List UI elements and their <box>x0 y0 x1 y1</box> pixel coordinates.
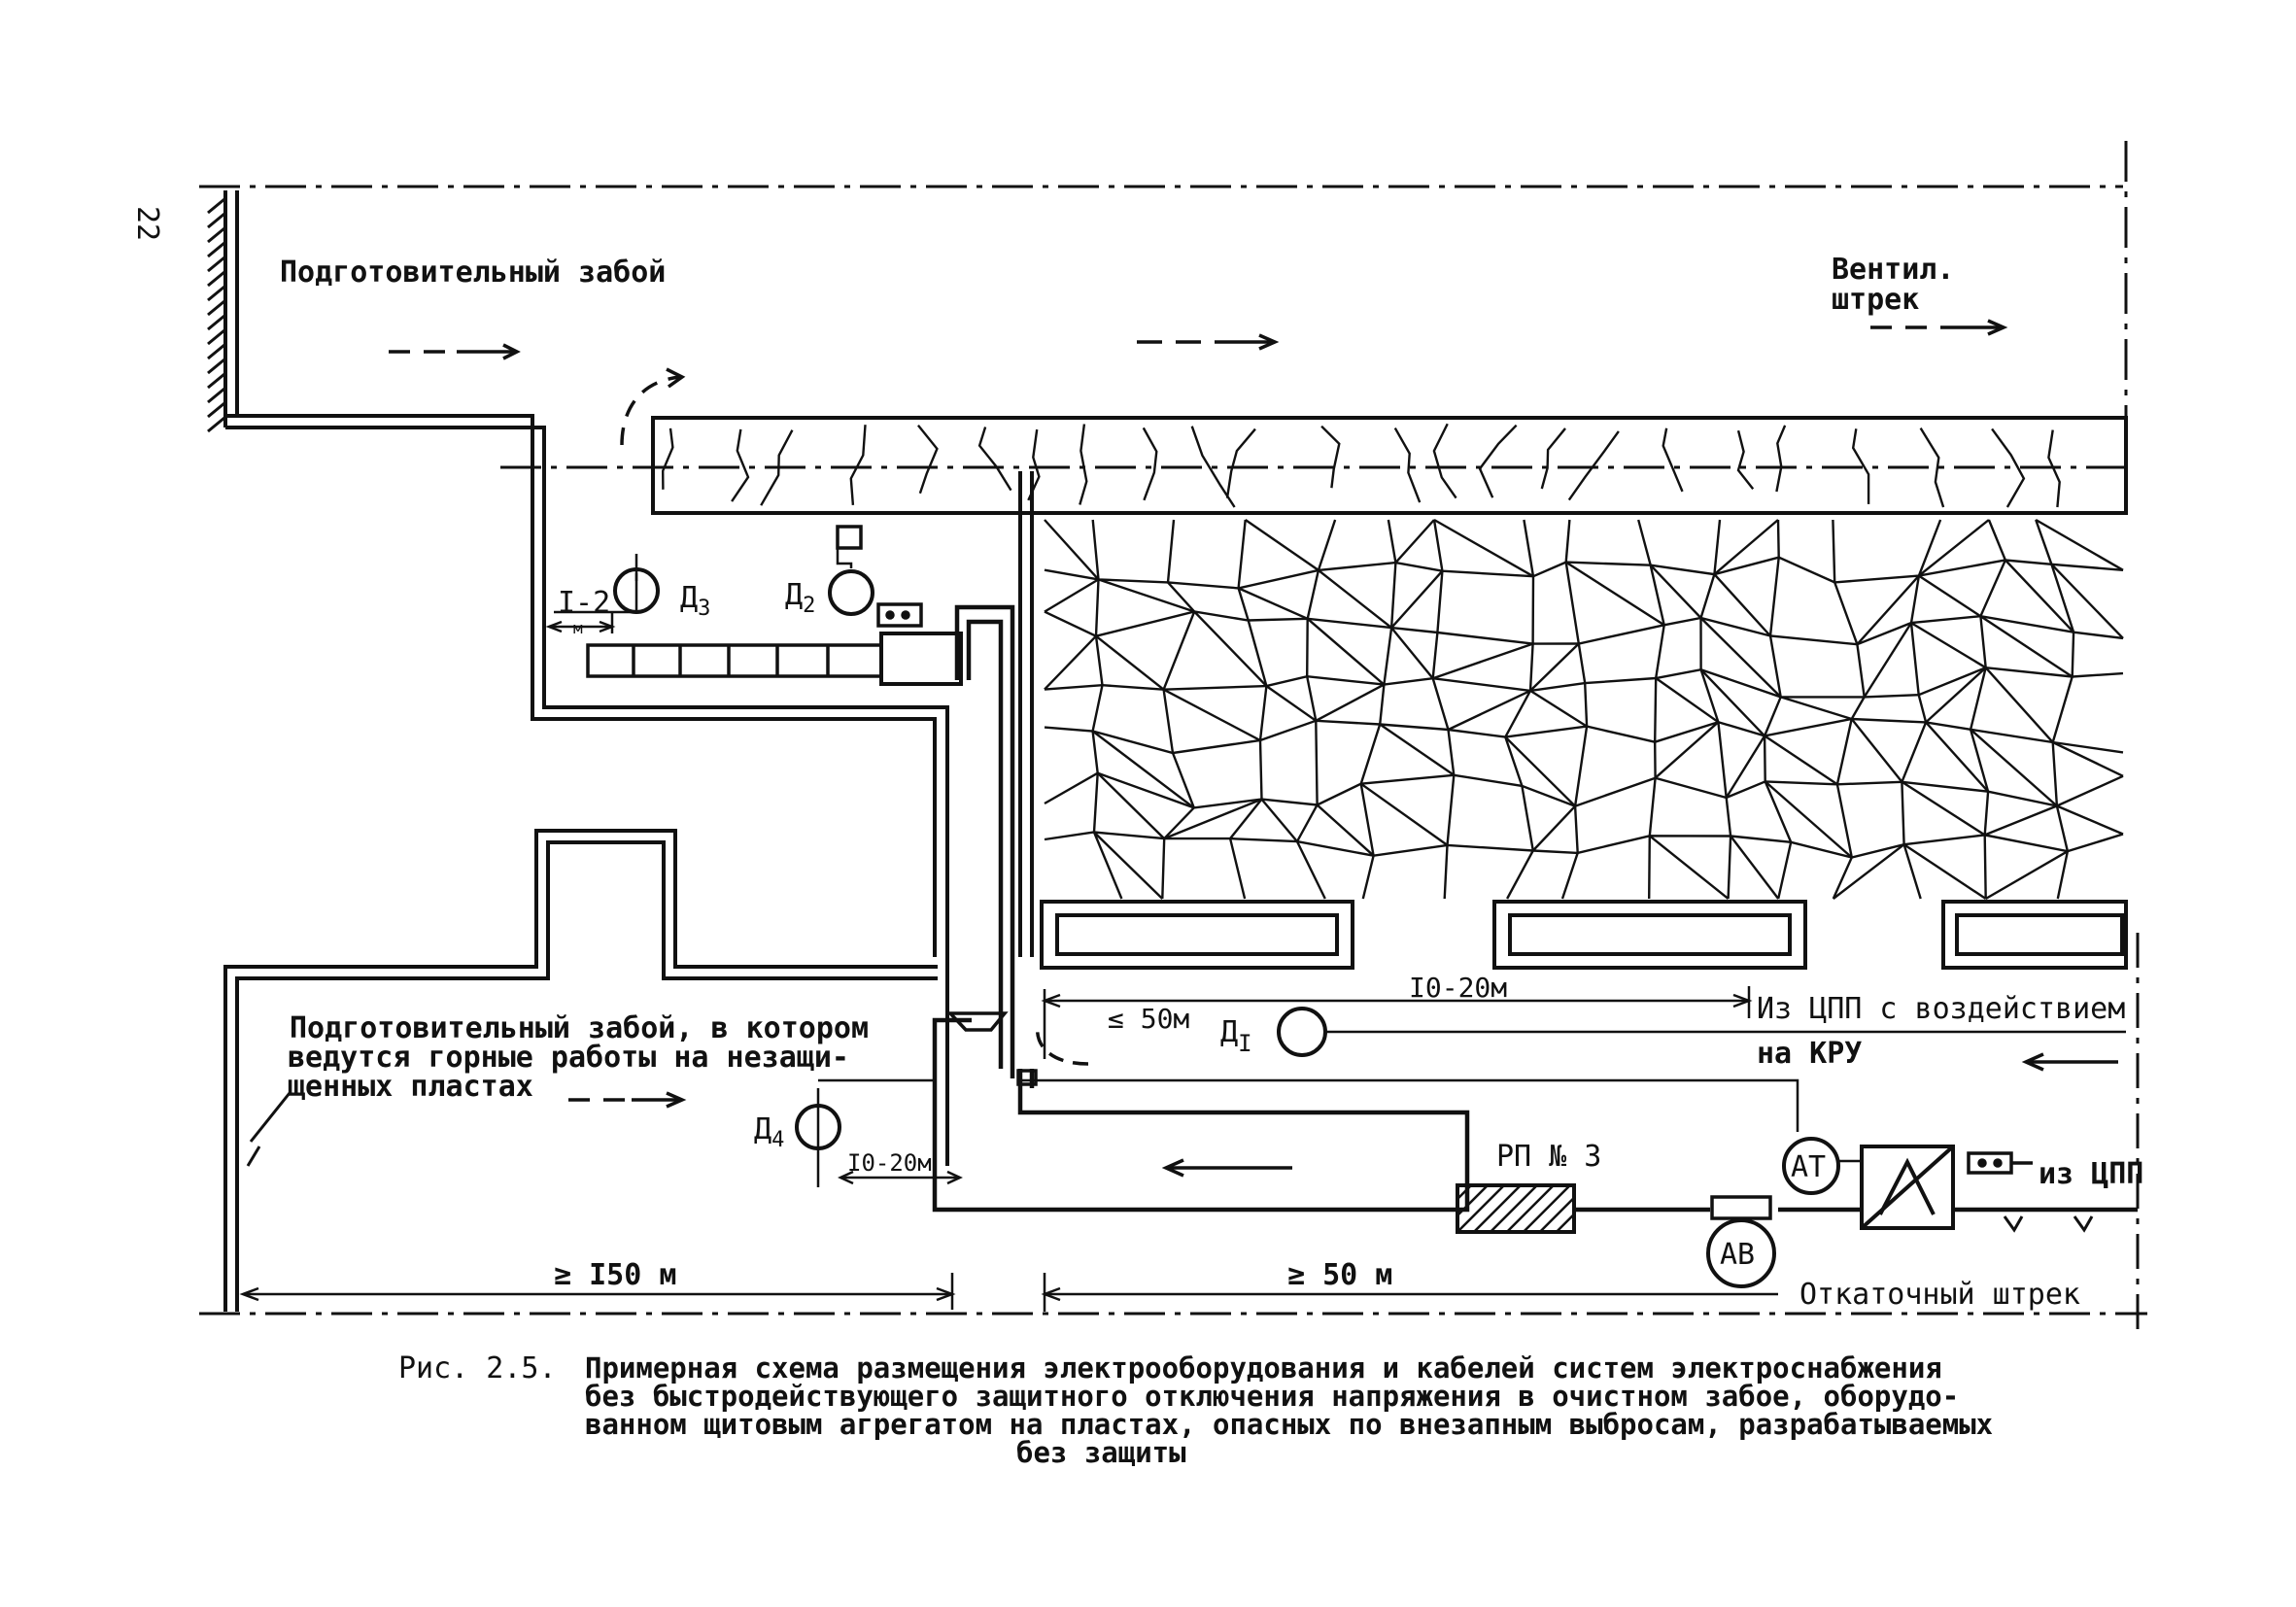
label-from-cpp-kru-1: Из ЦПП с воздействием <box>1757 992 2125 1026</box>
rp3-distribution-point <box>1456 1183 1576 1234</box>
sensor-d1-symbol <box>1277 1007 1327 1057</box>
caption-line-2: без быстродействующего защитного отключе… <box>585 1380 1959 1413</box>
label-d4: Д4 <box>754 1112 784 1152</box>
dim-1-2-unit: м <box>573 619 583 637</box>
cable-runs <box>932 604 2138 1213</box>
sensor-d2-symbol <box>828 569 874 616</box>
label-d3: Д3 <box>680 581 710 621</box>
label-vent-drift-1: Вентил. <box>1832 253 1954 287</box>
dimension-lines <box>239 612 1778 1312</box>
label-from-cpp-kru-2: на КРУ <box>1757 1037 1862 1071</box>
label-prep-face-bottom-2: ведутся горные работы на незащи- <box>288 1041 849 1075</box>
label-d2: Д2 <box>785 578 815 618</box>
label-prep-face-top: Подготовительный забой <box>280 256 666 290</box>
page-number: 22 <box>130 206 164 241</box>
label-at: АТ <box>1791 1150 1826 1184</box>
dim-ge-50: ≥ 50 м <box>1287 1258 1392 1292</box>
at-breaker-symbol <box>1782 1137 1840 1195</box>
dim-10-20-left: I0-20м <box>847 1149 932 1177</box>
drift-outlines <box>223 190 1034 1312</box>
label-av: АВ <box>1720 1238 1755 1272</box>
dim-ge-150: ≥ I50 м <box>554 1258 676 1292</box>
dim-10-20-top: I0-20м <box>1409 972 1507 1004</box>
label-prep-face-bottom-3: щенных пластах <box>288 1070 533 1104</box>
label-haulage-drift: Откаточный штрек <box>1799 1278 2080 1312</box>
label-from-cpp-short: из ЦПП <box>2039 1157 2143 1191</box>
label-rp3: РП № 3 <box>1496 1140 1601 1174</box>
label-d1: ДI <box>1220 1015 1252 1057</box>
left-wall-hatching <box>207 190 227 433</box>
caption-line-4: без защиты <box>1016 1436 1186 1469</box>
transformer-unit <box>1860 1145 1955 1230</box>
label-vent-drift-2: штрек <box>1832 283 1919 317</box>
dim-1-2: I-2 <box>558 586 610 620</box>
caption-line-1: Примерная схема размещения электрооборуд… <box>585 1351 1942 1385</box>
airflow-arrows <box>389 319 2118 1178</box>
shield-sections <box>1040 900 2128 970</box>
goaf-rock-area <box>651 416 2128 901</box>
dim-le-50: ≤ 50м <box>1108 1003 1189 1035</box>
sensor-d3-symbol <box>613 567 660 614</box>
label-prep-face-bottom-1: Подготовительный забой, в котором <box>290 1011 869 1045</box>
caption-prefix: Рис. 2.5. <box>398 1351 557 1385</box>
caption-line-3: ванном щитовым агрегатом на пластах, опа… <box>585 1408 1993 1441</box>
face-conveyor <box>586 525 963 686</box>
